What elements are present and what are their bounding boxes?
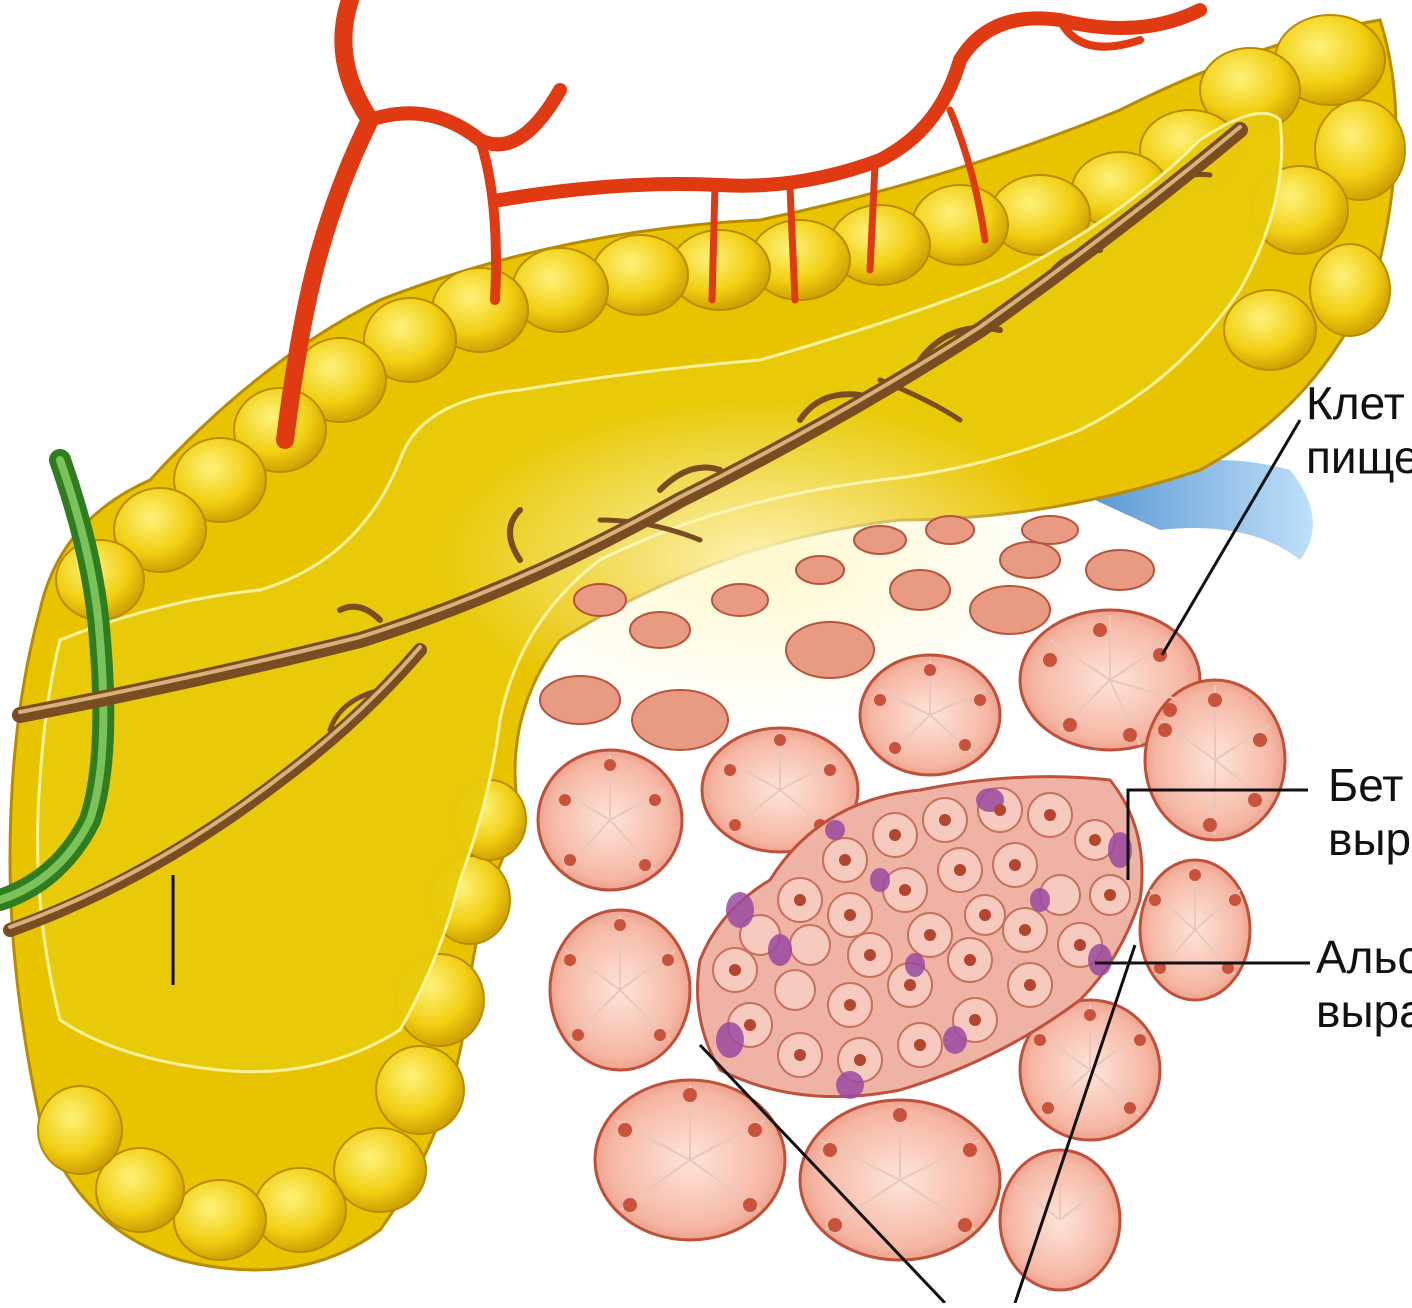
label-acinar-line2: пище [1306,430,1412,484]
label-beta-line1: Бет [1328,758,1411,812]
label-acinar-cells: Клет пище [1306,376,1412,484]
label-alpha-line2: выра [1316,984,1412,1038]
label-beta-line2: выр [1328,812,1411,866]
label-acinar-line1: Клет [1306,376,1412,430]
label-alpha-line1: Альс [1316,930,1412,984]
label-alpha-cells: Альс выра [1316,930,1412,1038]
label-beta-cells: Бет выр [1328,758,1411,866]
tissue-transition-glow [440,400,1080,720]
